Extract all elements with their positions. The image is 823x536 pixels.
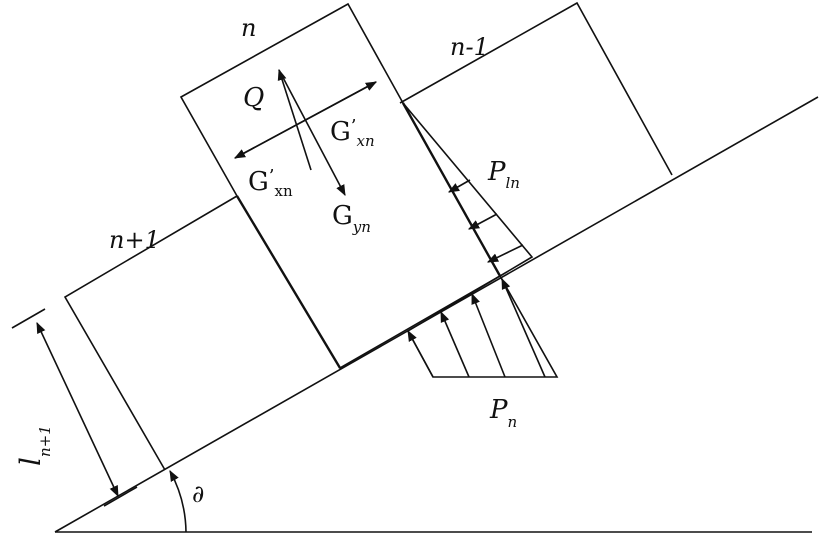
block-n-minus-1 bbox=[399, 1, 673, 176]
label-angle: ∂ bbox=[192, 480, 204, 508]
Pn-arrow-2 bbox=[440, 310, 470, 378]
dimension-l-arrow-line bbox=[36, 321, 119, 498]
block-n-right-interface bbox=[401, 102, 502, 277]
Gy-arrow bbox=[278, 69, 346, 196]
label-Gy: Gyn bbox=[332, 201, 371, 236]
Gx-left-arrow bbox=[234, 81, 377, 159]
label-block-n: n bbox=[241, 14, 256, 42]
Pln-arrow-1 bbox=[448, 179, 471, 193]
angle-arc bbox=[169, 470, 187, 533]
Pn-arrow-4 bbox=[501, 277, 546, 378]
dimension-tick-bottom bbox=[103, 486, 138, 507]
label-l-n-plus-1: ln+1 bbox=[14, 425, 54, 466]
block-n-plus-1 bbox=[63, 195, 238, 471]
label-Pn: Pn bbox=[489, 395, 517, 431]
Pln-arrow-2 bbox=[468, 213, 498, 230]
Pln-arrow-3 bbox=[486, 244, 524, 263]
label-Gx-right: G’xn bbox=[330, 116, 375, 150]
label-Pln: Pln bbox=[487, 157, 520, 192]
label-Gx-left: G’xn bbox=[248, 166, 293, 200]
Q-arrow bbox=[277, 68, 312, 171]
Pn-arrow-3 bbox=[471, 292, 506, 378]
label-Q: Q bbox=[243, 83, 264, 113]
label-block-n-plus-1: n+1 bbox=[109, 226, 160, 254]
dimension-tick-top bbox=[11, 308, 46, 329]
block-n-left-interface bbox=[235, 195, 342, 369]
label-block-n-minus-1: n-1 bbox=[450, 33, 489, 61]
Pn-distribution-outline bbox=[406, 274, 559, 378]
Pn-arrow-1 bbox=[407, 330, 434, 378]
Pln-distribution-outline bbox=[402, 102, 534, 277]
